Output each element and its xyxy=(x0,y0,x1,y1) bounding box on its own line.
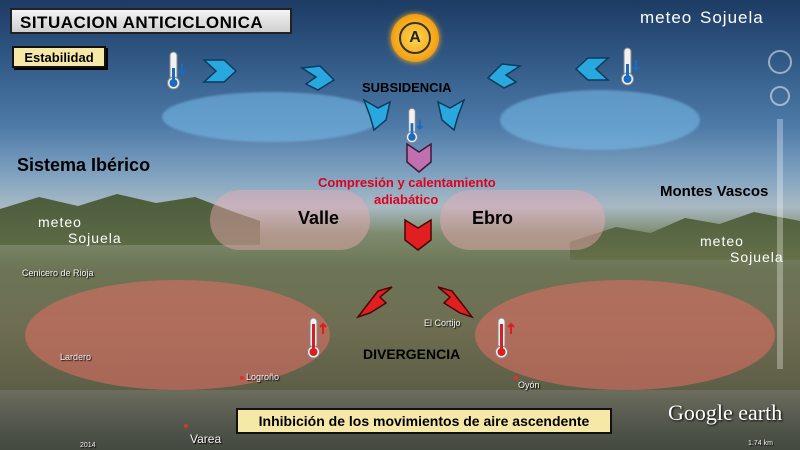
thermometer-cold-icon xyxy=(405,106,431,146)
place-casalarreina: Cenicero de Rioja xyxy=(22,268,94,278)
warm-air-ebro xyxy=(440,190,605,250)
chevron-arrow-icon xyxy=(436,283,476,321)
logrono-dot xyxy=(240,376,244,380)
compresion-label: Compresión y calentamiento xyxy=(318,175,496,190)
varea-dot xyxy=(184,424,188,428)
chevron-arrow-icon xyxy=(362,98,392,132)
move-joystick-icon[interactable] xyxy=(771,87,789,105)
chevron-arrow-icon xyxy=(574,56,610,82)
thermometer-warm-icon xyxy=(306,316,334,362)
cold-air-left xyxy=(162,92,382,142)
adiabatico-label: adiabático xyxy=(374,192,438,207)
stability-badge: Estabilidad xyxy=(12,46,106,68)
thermometer-cold-icon xyxy=(620,46,648,88)
watermark-line1: meteo xyxy=(640,8,692,28)
watermark-left-line2: Sojuela xyxy=(68,230,122,246)
chevron-arrow-icon xyxy=(202,58,238,84)
chevron-arrow-icon xyxy=(405,142,433,174)
warm-air-left-ground xyxy=(25,280,330,390)
watermark-top-2: Sojuela xyxy=(700,8,764,28)
chevron-arrow-icon xyxy=(436,98,466,132)
map-navigation-controls[interactable] xyxy=(766,44,794,384)
montes-vascos-label: Montes Vascos xyxy=(660,183,768,200)
valle-label: Valle xyxy=(298,208,339,229)
bottom-caption: Inhibición de los movimientos de aire as… xyxy=(236,408,612,434)
divergencia-label: DIVERGENCIA xyxy=(363,346,460,362)
ebro-label: Ebro xyxy=(472,208,513,229)
watermark-top: meteo xyxy=(640,8,692,28)
watermark-line2: Sojuela xyxy=(700,8,764,28)
anticyclone-sun-icon: A xyxy=(391,14,439,62)
chevron-arrow-icon xyxy=(354,283,394,321)
place-logrono: Logroño xyxy=(246,372,279,382)
chevron-arrow-icon xyxy=(403,218,433,252)
zoom-slider[interactable] xyxy=(777,119,783,369)
google-earth-logo: Google earth xyxy=(668,400,782,426)
subsidencia-label: SUBSIDENCIA xyxy=(362,80,452,95)
watermark-left-line1: meteo xyxy=(38,214,122,230)
place-lardero: Lardero xyxy=(60,352,91,362)
place-varea: Varea xyxy=(190,432,221,446)
cold-air-right xyxy=(500,90,700,150)
anticyclone-symbol: A xyxy=(399,22,431,54)
thermometer-warm-icon xyxy=(494,316,522,362)
look-joystick-icon[interactable] xyxy=(769,51,791,73)
chevron-arrow-icon xyxy=(300,64,336,92)
watermark-left: meteo Sojuela xyxy=(38,214,122,246)
chevron-arrow-icon xyxy=(486,62,522,90)
thermometer-cold-icon xyxy=(166,50,194,92)
scale-text: 1.74 km xyxy=(748,440,773,447)
page-title: SITUACION ANTICICLONICA xyxy=(10,8,292,34)
warm-air-valle xyxy=(210,190,370,250)
place-oyon: Oyón xyxy=(518,380,540,390)
sistema-iberico-label: Sistema Ibérico xyxy=(17,155,150,176)
imagery-year: 2014 xyxy=(80,442,96,449)
